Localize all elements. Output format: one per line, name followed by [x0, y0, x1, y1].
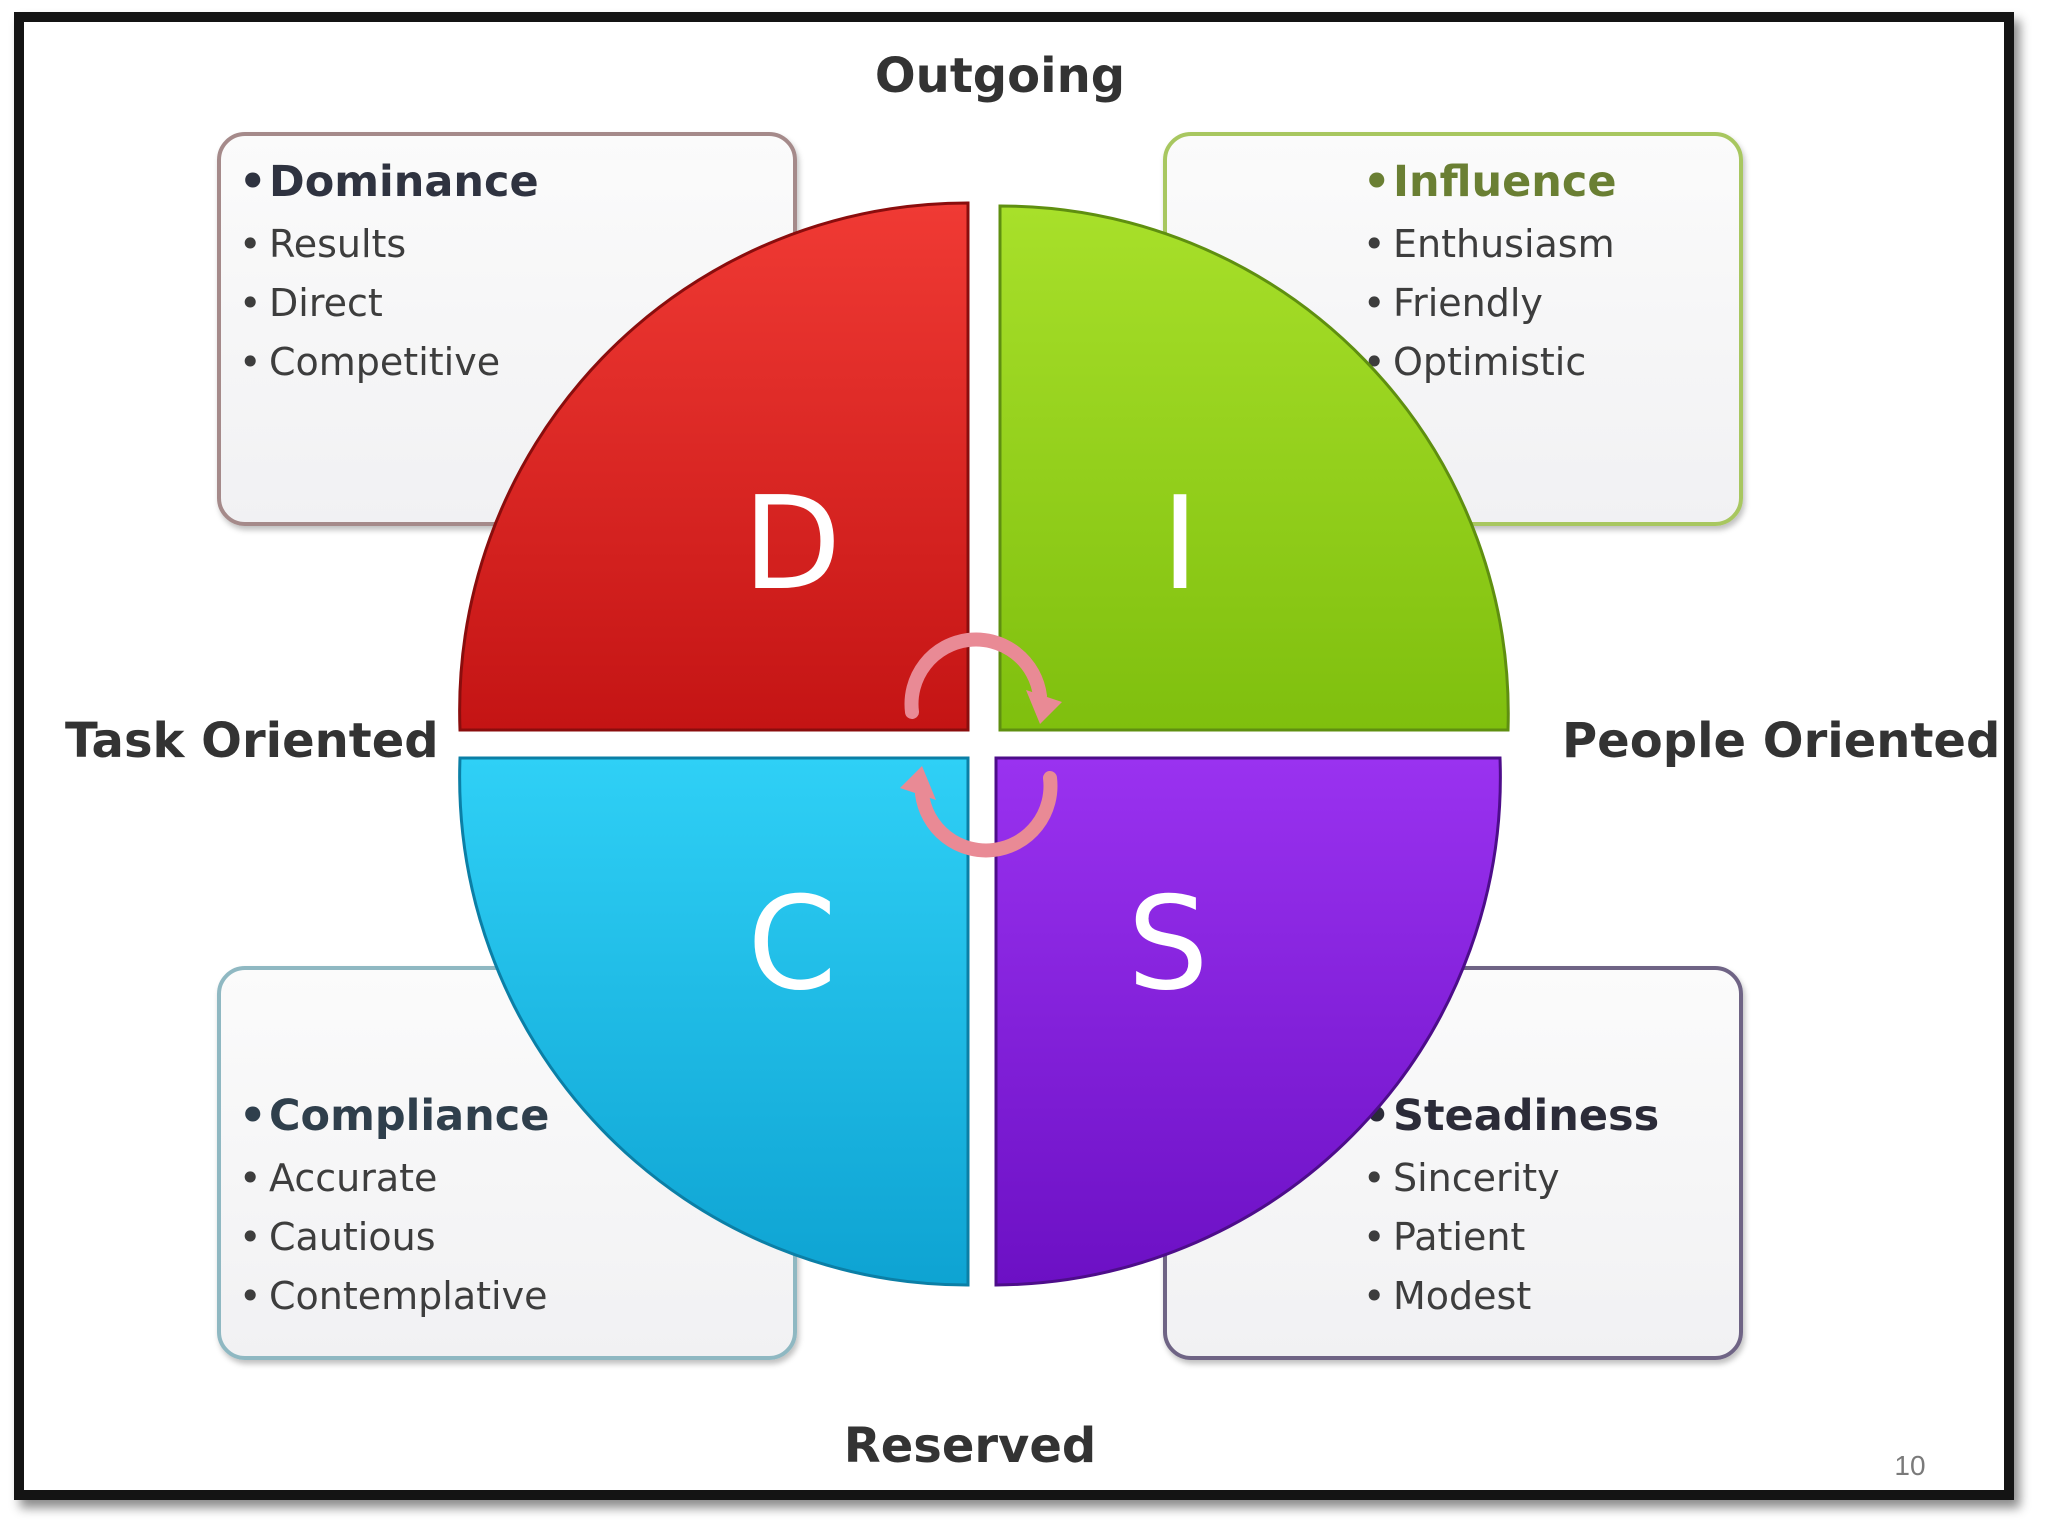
quadrant-s	[994, 756, 1502, 1287]
influence-trait: Friendly	[1363, 274, 1617, 333]
compliance-heading: Compliance	[239, 1083, 549, 1149]
quadrant-d	[458, 201, 970, 732]
axis-label-reserved: Reserved	[843, 1418, 1097, 1474]
influence-trait: Enthusiasm	[1363, 215, 1617, 274]
dominance-trait: Direct	[239, 274, 539, 333]
axis-label-task-oriented: Task Oriented	[65, 713, 439, 769]
dominance-trait: Results	[239, 215, 539, 274]
quadrant-c-letter: C	[747, 870, 836, 1019]
influence-trait: Optimistic	[1363, 333, 1617, 392]
axis-label-people-oriented: People Oriented	[1562, 713, 2001, 769]
slide-number: 10	[1894, 1450, 1926, 1481]
compliance-trait: Cautious	[239, 1208, 549, 1267]
compliance-list: Compliance Accurate Cautious Contemplati…	[239, 1083, 549, 1326]
steadiness-trait: Sincerity	[1363, 1149, 1659, 1208]
quadrant-i	[998, 204, 1510, 732]
dominance-heading: Dominance	[239, 149, 539, 215]
steadiness-list: Steadiness Sincerity Patient Modest	[1363, 1083, 1659, 1326]
quadrant-d-letter: D	[743, 470, 842, 619]
influence-list: Influence Enthusiasm Friendly Optimistic	[1363, 149, 1617, 392]
cycle-arrows-icon	[900, 632, 1062, 858]
dominance-trait: Competitive	[239, 333, 539, 392]
axis-label-outgoing: Outgoing	[874, 48, 1126, 104]
dominance-list: Dominance Results Direct Competitive	[239, 149, 539, 392]
steadiness-heading: Steadiness	[1363, 1083, 1659, 1149]
steadiness-trait: Modest	[1363, 1267, 1659, 1326]
quadrant-i-letter: I	[1161, 470, 1199, 619]
steadiness-trait: Patient	[1363, 1208, 1659, 1267]
compliance-trait: Accurate	[239, 1149, 549, 1208]
quadrant-s-letter: S	[1127, 870, 1208, 1019]
compliance-trait: Contemplative	[239, 1267, 549, 1326]
quadrant-c	[458, 756, 970, 1287]
influence-heading: Influence	[1363, 149, 1617, 215]
